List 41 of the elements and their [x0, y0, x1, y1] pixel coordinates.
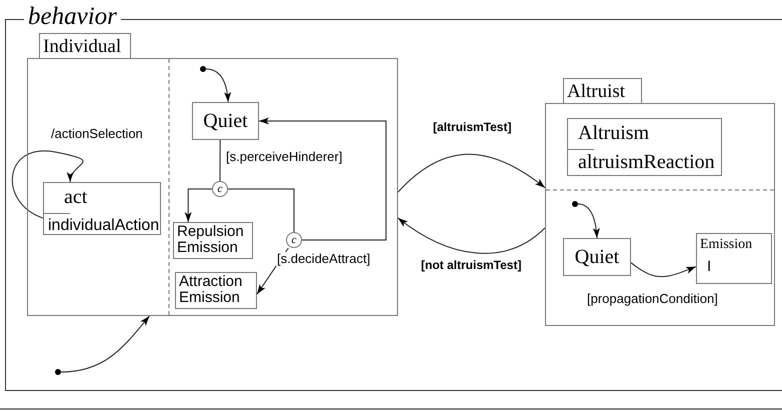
transition-arrow	[60, 316, 150, 372]
transition-arrow	[12, 150, 84, 219]
choice-point	[212, 181, 228, 197]
choice-symbol: c	[290, 233, 298, 247]
choice-point	[286, 232, 302, 248]
transition-arrow	[206, 68, 231, 102]
edge-label: [propagationCondition]	[586, 292, 719, 306]
initial-state-dot	[572, 201, 578, 207]
class-box	[567, 118, 722, 176]
transition-arrow	[630, 262, 696, 278]
name-tab: Altruist	[563, 78, 642, 103]
edge-label: /actionSelection	[50, 127, 144, 142]
class-name: Altruism	[578, 121, 650, 146]
state-box	[173, 222, 253, 259]
transition-arrow	[258, 118, 386, 240]
operation-name: individualAction	[48, 216, 160, 236]
transition-arrow	[398, 217, 546, 254]
edge-label: [s.perceiveHinderer]	[225, 150, 344, 164]
edge-label: [not altruismTest]	[420, 259, 522, 272]
transition-arrow	[398, 154, 546, 193]
name-tab: Individual	[39, 33, 131, 58]
state-name: Quiet	[574, 245, 620, 270]
state-box	[563, 238, 631, 276]
state-name: Quiet	[202, 109, 249, 134]
edge-label: [altruismTest]	[432, 121, 512, 134]
initial-state-dot	[200, 66, 206, 72]
state-name: Attraction Emission	[179, 274, 244, 306]
choice-symbol: c	[216, 182, 224, 196]
initial-state-dot	[55, 369, 61, 375]
attribute-name: I	[707, 258, 712, 276]
transition-arrow	[578, 204, 600, 238]
state-box	[192, 102, 259, 140]
class-name: Emission	[700, 237, 752, 253]
operation-name: altruismReaction	[578, 150, 715, 174]
class-box	[43, 182, 161, 235]
transition-arrow	[184, 188, 212, 222]
class-box	[696, 233, 772, 284]
state-name: Repulsion Emission	[177, 224, 245, 256]
class-name: act	[64, 185, 88, 210]
state-box	[175, 272, 257, 309]
edge-label: [s.decideAttract]	[276, 252, 372, 266]
